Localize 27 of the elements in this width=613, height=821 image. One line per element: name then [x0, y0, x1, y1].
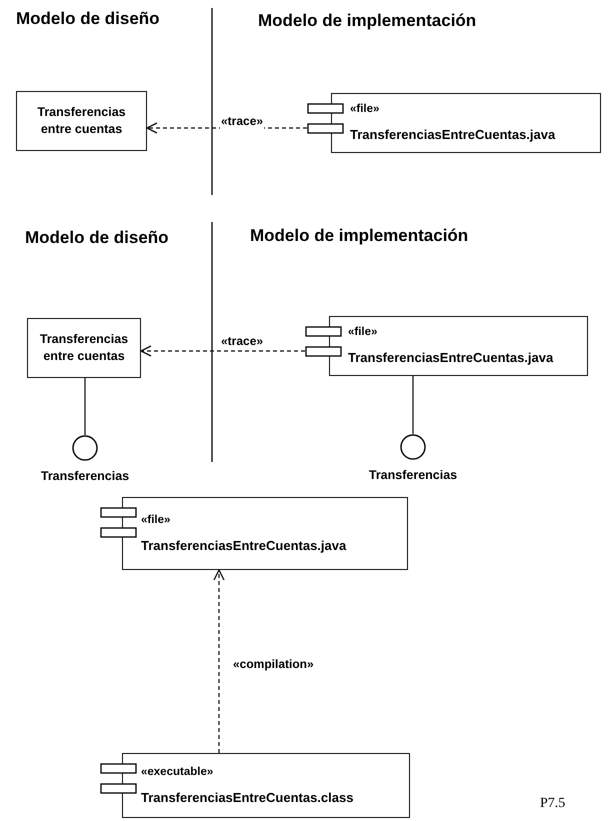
section-heading: Modelo de diseño [25, 227, 169, 249]
stereotype-label: «file» [141, 512, 172, 528]
connector-line [84, 378, 86, 435]
section-heading: Modelo de implementación [250, 225, 468, 247]
interface-name: Transferencias [368, 467, 458, 484]
stereotype-label: «file» [350, 102, 380, 118]
component-box [305, 316, 588, 376]
interface-name: Transferencias [40, 468, 130, 485]
stereotype-label: «file» [348, 325, 378, 340]
component-name: TransferenciasEntreCuentas.java [348, 349, 554, 368]
component-box [100, 753, 410, 818]
stereotype-label: «executable» [141, 764, 214, 780]
component-box [307, 93, 601, 153]
class-name: Transferencias entre cuentas [38, 331, 130, 365]
class-box [16, 91, 147, 151]
component-name: TransferenciasEntreCuentas.java [141, 536, 348, 555]
section-heading: Modelo de diseño [16, 8, 160, 30]
dashed-arrow [213, 569, 225, 753]
component-name: TransferenciasEntreCuentas.java [350, 126, 556, 144]
section-heading: Modelo de implementación [258, 10, 476, 32]
component-box [100, 497, 408, 570]
class-name: Transferencias entre cuentas [36, 104, 127, 138]
component-name: TransferenciasEntreCuentas.class [141, 788, 354, 807]
dashed-arrow [140, 345, 305, 357]
class-box [27, 318, 141, 378]
figure-number: P7.5 [540, 795, 566, 813]
connector-line [412, 376, 414, 434]
